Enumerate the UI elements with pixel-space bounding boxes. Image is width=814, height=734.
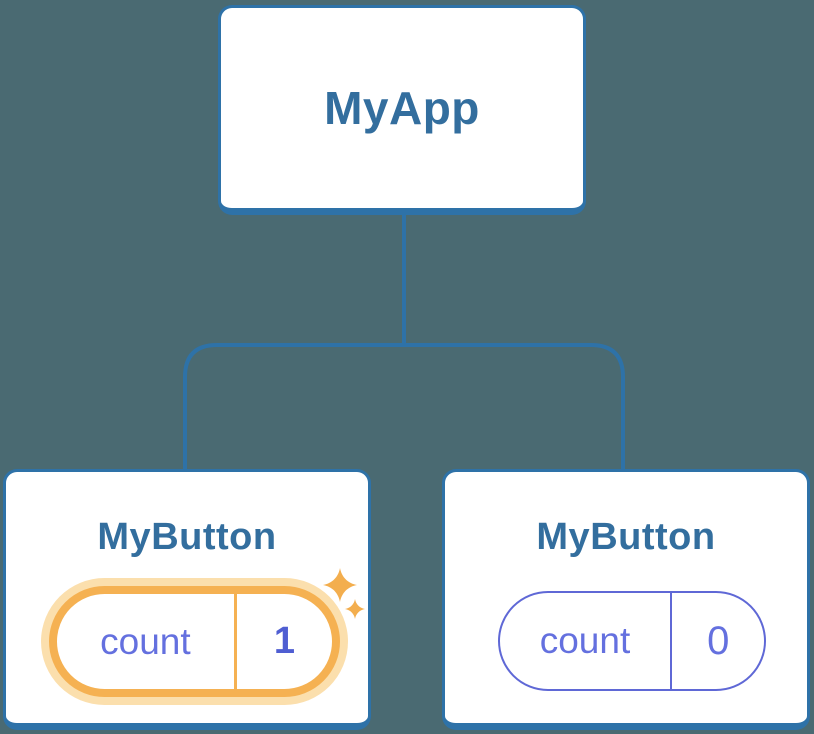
state-pill-plain: count 0	[498, 591, 766, 691]
state-pill-divider	[669, 593, 673, 689]
state-name-label: count	[100, 620, 191, 662]
state-value: 0	[707, 618, 730, 663]
node-myapp: MyApp	[218, 5, 586, 215]
node-mybutton-plain: MyButton count 0	[442, 469, 810, 730]
node-mybutton-highlighted: MyButton count 1	[3, 469, 371, 730]
state-value: 1	[273, 620, 295, 662]
node-label: MyButton	[536, 516, 716, 558]
state-name-label: count	[539, 620, 631, 661]
node-label: MyApp	[324, 82, 480, 134]
state-pill-divider	[233, 594, 237, 689]
node-label: MyButton	[97, 516, 277, 558]
state-pill-highlighted: count 1	[41, 578, 348, 705]
